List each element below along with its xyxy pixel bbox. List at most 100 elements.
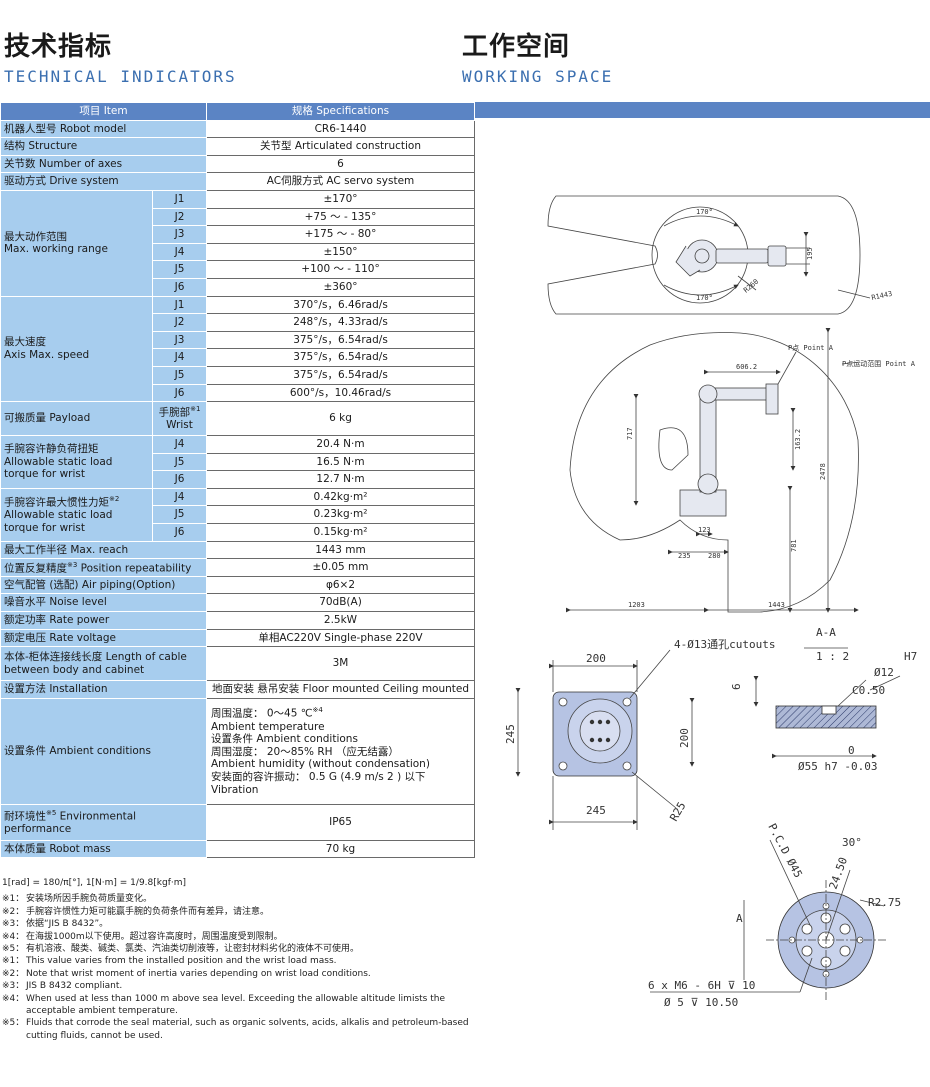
row-value: 370°/s，6.46rad/s xyxy=(206,295,475,315)
row-value: 0.42kg·m² xyxy=(206,487,475,507)
table-row: 最大速度 Axis Max. speed J1 370°/s，6.46rad/s xyxy=(0,295,475,403)
row-value: 12.7 N·m xyxy=(206,470,475,489)
dim-label: 0 xyxy=(848,744,855,757)
dim-label: A xyxy=(736,912,743,925)
footnotes: 1[rad] = 180/π[°], 1[N·m] = 1/9.8[kgf·m]… xyxy=(2,877,472,1042)
dim-label: R2.75 xyxy=(868,896,901,909)
note-mark: ※5： xyxy=(2,1018,25,1029)
row-value: 375°/s，6.54rad/s xyxy=(206,330,475,350)
note-text: 安装场所因手腕负荷质量变化。 xyxy=(26,894,153,905)
joint-label: J5 xyxy=(152,260,207,279)
row-value: +100 ～ - 110° xyxy=(206,260,475,279)
row-value: 248°/s，4.33rad/s xyxy=(206,313,475,332)
row-value: 单相AC220V Single-phase 220V xyxy=(206,628,475,648)
dim-label: 2478 xyxy=(819,463,827,480)
row-value: 16.5 N·m xyxy=(206,452,475,472)
dim-label: P点运动范围 Point A xyxy=(842,359,916,368)
row-label: 最大工作半径 Max. reach xyxy=(0,540,207,560)
row-value: φ6×2 xyxy=(206,575,475,595)
row-value: IP65 xyxy=(206,803,475,841)
dim-label: R1443 xyxy=(871,290,893,302)
dim-label: 717 xyxy=(626,427,634,440)
note-item: ※5：有机溶液、酸类、碱类、氯类、汽油类切削液等，让密封材料劣化的液体不可使用。 xyxy=(2,943,472,955)
row-value: 0.23kg·m² xyxy=(206,505,475,525)
joint-label: J4 xyxy=(152,348,207,367)
joint-label: J3 xyxy=(152,225,207,244)
row-label: 耐环境性※5 Environmental performance xyxy=(0,803,207,841)
row-label: 手腕容许静负荷扭矩 Allowable static load torque f… xyxy=(0,435,153,489)
note-item: ※5：Fluids that corrode the seal material… xyxy=(2,1017,472,1042)
note-text: 手腕容许惯性力矩可能赢手腕的负荷条件而有差异，请注意。 xyxy=(26,906,270,917)
row-value: +75 ～ - 135° xyxy=(206,207,475,227)
joint-label: J1 xyxy=(152,295,207,315)
row-value: ±150° xyxy=(206,242,475,262)
dim-label: C0.50 xyxy=(852,684,885,697)
dim-label: P点 Point A xyxy=(788,344,834,352)
dim-label: 200 xyxy=(678,728,691,748)
label-a: 耐环境性 xyxy=(4,810,46,823)
dim-label: 163.2 xyxy=(794,429,802,450)
table-row: 空气配管 (选配) Air piping(Option) φ6×2 xyxy=(0,575,475,595)
dim-label: 170° xyxy=(696,294,713,302)
ambient-line: Ambient temperature xyxy=(211,720,325,733)
ambient-line: Vibration xyxy=(211,783,259,796)
side-view-base xyxy=(679,489,727,517)
note-text: This value varies from the installed pos… xyxy=(26,956,337,967)
row-label: 位置反复精度※3 Position repeatability xyxy=(0,558,207,577)
ambient-line: 周围湿度： 20～85% RH （应无结露） xyxy=(211,745,399,758)
label-cn: 最大速度 xyxy=(4,336,46,349)
joint-label: J6 xyxy=(152,523,207,542)
dim-label: R260 xyxy=(742,278,760,295)
note-mark: ※2 xyxy=(109,495,120,504)
label-a: 位置反复精度 xyxy=(4,562,67,574)
table-row: J5+100 ～ - 110° xyxy=(1,260,475,279)
table-row: 关节数 Number of axes 6 xyxy=(0,154,475,174)
dim-label: H7 xyxy=(904,650,917,663)
joint-label: J6 xyxy=(152,277,207,297)
note-text: 在海拔1000m以下使用。超过容许高度时，周围温度受到限制。 xyxy=(26,931,283,942)
row-label: 最大速度 Axis Max. speed xyxy=(0,295,153,403)
row-value: 375°/s，6.54rad/s xyxy=(206,365,475,385)
note-mark: ※4： xyxy=(2,993,25,1004)
note-item: ※2：Note that wrist moment of inertia var… xyxy=(2,968,472,980)
note-mark: ※3： xyxy=(2,919,25,930)
row-value: 1443 mm xyxy=(206,540,475,560)
joint-label: J6 xyxy=(152,383,207,403)
joint-label: J5 xyxy=(152,452,207,472)
row-value: 70dB(A) xyxy=(206,593,475,613)
note-mark: ※2： xyxy=(2,906,25,917)
ambient-line: 设置条件 Ambient conditions xyxy=(211,733,358,746)
row-value: CR6-1440 xyxy=(206,119,475,139)
note-mark: ※3： xyxy=(2,981,25,992)
dim-label: 195 xyxy=(806,247,814,260)
dim-label: 245 xyxy=(586,804,606,817)
joint-label: J4 xyxy=(152,435,207,454)
row-value: 6 kg xyxy=(206,401,475,437)
row-value: 375°/s，6.54rad/s xyxy=(206,348,475,367)
sub-cn: 手腕部 xyxy=(158,406,191,419)
label-en: Allowable static load torque for wrist xyxy=(4,455,113,481)
note-mark: ※1 xyxy=(190,405,201,414)
section-title: A-A xyxy=(816,626,836,639)
technical-indicators-header: 技术指标 TECHNICAL INDICATORS xyxy=(4,26,237,86)
table-row: 噪音水平 Noise level 70dB(A) xyxy=(0,593,475,613)
payload-sub: 手腕部※1 Wrist xyxy=(152,401,207,437)
spec-table: 项目 Item 规格 Specifications 机器人型号 Robot mo… xyxy=(0,102,475,859)
row-label: 机器人型号 Robot model xyxy=(0,119,207,139)
row-value: 3M xyxy=(206,646,475,682)
note-item: ※1：安装场所因手腕负荷质量变化。 xyxy=(2,893,472,905)
row-label: 本体-柜体连接线长度 Length of cable between body … xyxy=(0,646,207,682)
row-label: 驱动方式 Drive system xyxy=(0,172,207,191)
header-en: TECHNICAL INDICATORS xyxy=(4,67,237,86)
label-cn: 最大动作范围 xyxy=(4,230,67,243)
table-row: 可搬质量 Payload 手腕部※1 Wrist 6 kg xyxy=(0,401,475,437)
note-item: ※3：依据“JIS B 8432”。 xyxy=(2,918,472,930)
table-row: 驱动方式 Drive system AC伺服方式 AC servo system xyxy=(0,172,475,191)
dim-label: 24.50 xyxy=(827,855,851,891)
joint-label: J3 xyxy=(152,330,207,350)
row-value: ±170° xyxy=(206,189,475,209)
note-text: 有机溶液、酸类、碱类、氯类、汽油类切削液等，让密封材料劣化的液体不可使用。 xyxy=(26,944,360,955)
dim-label: Ø55 h7 -0.03 xyxy=(798,760,877,773)
dim-label: 6 x M6 - 6H ⊽ 10 xyxy=(648,979,755,992)
